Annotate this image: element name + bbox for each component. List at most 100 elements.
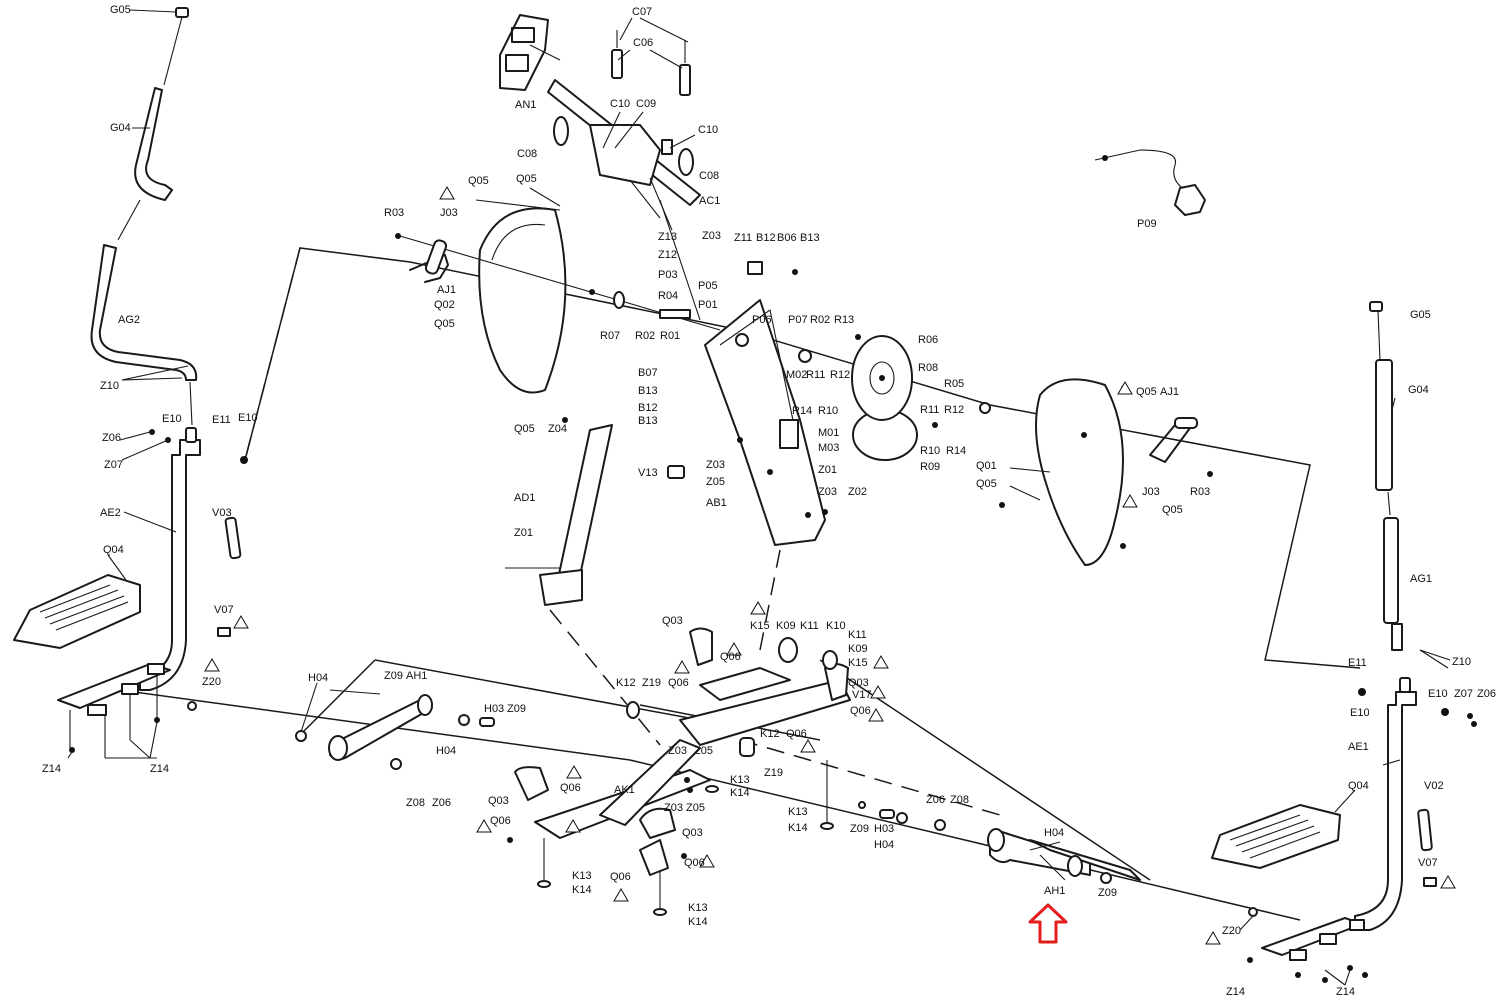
part-label: K09	[776, 620, 796, 632]
part-label: Z06	[102, 432, 121, 444]
leader-lines	[67, 9, 1451, 986]
main-frame	[704, 261, 826, 546]
part-label: R10	[920, 445, 940, 457]
part-label: E10	[238, 412, 258, 424]
caution-triangle-icon	[476, 819, 492, 833]
part-label: B12	[756, 232, 776, 244]
part-label: H04	[874, 839, 894, 851]
right-shroud	[1035, 378, 1213, 566]
part-label: R13	[834, 314, 854, 326]
caution-triangle-icon	[674, 660, 690, 674]
part-label: K10	[826, 620, 846, 632]
part-label: AG1	[1410, 573, 1432, 585]
part-label: R11	[806, 369, 825, 381]
part-label: R12	[944, 404, 964, 416]
flywheel-assembly	[798, 334, 991, 461]
part-label: H04	[308, 672, 328, 684]
part-label: Z03	[818, 486, 837, 498]
left-shroud	[395, 207, 721, 394]
part-label: Q06	[786, 728, 807, 740]
part-label: V07	[214, 604, 234, 616]
part-label: Q06	[720, 651, 741, 663]
part-label: AK1	[614, 784, 635, 796]
caution-triangle-icon	[1117, 381, 1133, 395]
part-label: Z08	[406, 797, 425, 809]
part-label: M01	[818, 427, 839, 439]
part-label: E11	[212, 414, 231, 426]
part-label: Z01	[514, 527, 533, 539]
part-label: P05	[698, 280, 718, 292]
part-label: Q06	[668, 677, 689, 689]
part-label: Z14	[42, 763, 61, 775]
part-label: Z13	[658, 231, 677, 243]
part-label: R12	[830, 369, 850, 381]
part-label: Q03	[848, 677, 869, 689]
part-label: M02	[786, 369, 807, 381]
caution-triangle-icon	[613, 888, 629, 902]
part-label: Z09	[1098, 887, 1117, 899]
part-label: Q05	[434, 318, 455, 330]
part-label: K15	[848, 657, 868, 669]
caution-triangles	[204, 186, 1456, 945]
part-label: Z04	[548, 423, 567, 435]
part-label: Z06	[432, 797, 451, 809]
part-label: P01	[698, 299, 718, 311]
part-label: C10	[610, 98, 630, 110]
part-label: K13	[730, 774, 750, 786]
part-label: Z12	[658, 249, 677, 261]
part-label: B13	[638, 385, 658, 397]
part-label: H03	[874, 823, 894, 835]
part-label: AD1	[514, 492, 535, 504]
part-label: Z03	[702, 230, 721, 242]
left-handlebar-assembly	[13, 7, 242, 758]
part-label: C07	[632, 6, 652, 18]
part-label: E10	[1350, 707, 1370, 719]
caution-triangle-icon	[800, 739, 816, 753]
part-label: R07	[600, 330, 620, 342]
part-label: Z08	[950, 794, 969, 806]
part-label: AJ1	[437, 284, 456, 296]
part-label: Z14	[1226, 986, 1245, 998]
part-label: Z20	[202, 676, 221, 688]
part-label: K12	[760, 728, 780, 740]
part-label: AE1	[1348, 741, 1369, 753]
caution-triangle-icon	[1122, 494, 1138, 508]
part-label: AJ1	[1160, 386, 1179, 398]
part-label: G05	[110, 4, 131, 16]
part-label: Z07	[104, 459, 123, 471]
part-label: Q02	[434, 299, 455, 311]
part-label: Z19	[642, 677, 661, 689]
part-label: E10	[162, 413, 182, 425]
base-frame	[187, 627, 1258, 917]
part-label: Z20	[1222, 925, 1241, 937]
part-label: Z14	[1336, 986, 1355, 998]
part-label: G04	[110, 122, 131, 134]
part-label: K14	[788, 822, 808, 834]
part-label: Q06	[490, 815, 511, 827]
part-label: V02	[1424, 780, 1444, 792]
caution-triangle-icon	[233, 615, 249, 629]
part-label: Z07	[1454, 688, 1473, 700]
part-label: AG2	[118, 314, 140, 326]
part-label: P07	[788, 314, 808, 326]
part-label: Q04	[1348, 780, 1369, 792]
part-label: Q06	[850, 705, 871, 717]
part-label: R10	[818, 405, 838, 417]
caution-triangle-icon	[566, 765, 582, 779]
part-label: Z02	[848, 486, 867, 498]
part-label: AC1	[699, 195, 720, 207]
part-label: K14	[730, 787, 750, 799]
part-label: Z03	[706, 459, 725, 471]
part-label: Z10	[1452, 656, 1471, 668]
caution-triangle-icon	[204, 658, 220, 672]
part-label: B13	[800, 232, 820, 244]
part-label: K13	[788, 806, 808, 818]
part-label: K13	[572, 870, 592, 882]
part-label: J03	[440, 207, 458, 219]
power-adapter	[1094, 149, 1206, 216]
caution-triangle-icon	[699, 854, 715, 868]
part-label: Q06	[684, 857, 705, 869]
rear-upright	[505, 424, 685, 606]
part-label: C10	[698, 124, 718, 136]
part-label: R06	[918, 334, 938, 346]
